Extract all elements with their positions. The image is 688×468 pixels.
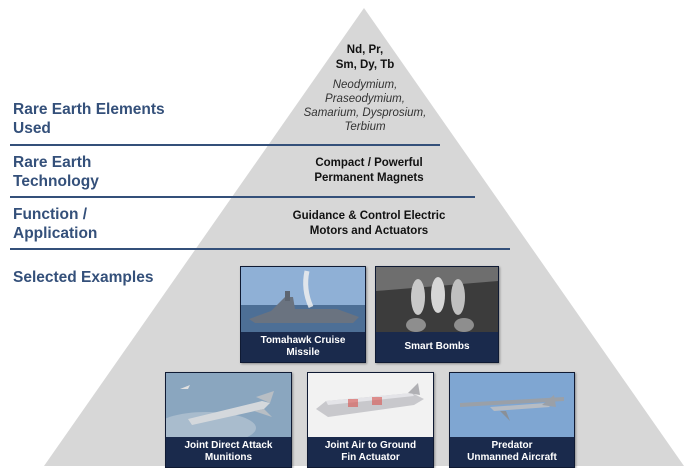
row-label-function: Function /Application	[13, 206, 98, 242]
guided-bomb-in-flight-photo	[166, 373, 291, 437]
element-symbols: Nd, Pr,Sm, Dy, Tb	[335, 44, 395, 71]
drone-in-flight-photo	[450, 373, 574, 437]
apex-elements: Nd, Pr,Sm, Dy, Tb Neodymium,Praseodymium…	[280, 43, 450, 134]
divider-1	[10, 144, 440, 146]
bombs-under-aircraft-photo	[376, 267, 498, 332]
divider-2	[10, 196, 475, 198]
missile-cutaway-photo	[308, 373, 433, 437]
element-names: Neodymium,Praseodymium, Samarium, Dyspro…	[303, 79, 427, 133]
row-label-examples: Selected Examples	[13, 269, 154, 286]
example-caption: Smart Bombs	[404, 341, 470, 352]
divider-3	[10, 248, 510, 250]
ship-launching-missile-photo	[241, 267, 365, 332]
example-card-smart-bombs: Smart Bombs	[375, 266, 499, 363]
pyramid-triangle	[44, 8, 684, 466]
